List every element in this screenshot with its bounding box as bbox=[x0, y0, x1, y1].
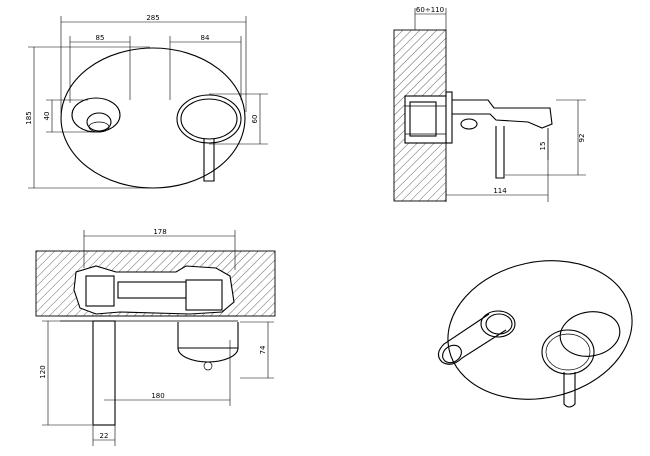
dim-total-height: 185 bbox=[25, 111, 33, 124]
dim-handle-drop: 15 bbox=[539, 142, 547, 151]
front-dimension-lines bbox=[28, 16, 268, 189]
perspective-view bbox=[437, 260, 633, 408]
dim-spout-drop: 92 bbox=[578, 134, 586, 143]
front-wall-plate bbox=[60, 47, 246, 189]
front-handle-ring bbox=[176, 94, 242, 144]
dim-spout-diameter: 22 bbox=[100, 432, 109, 440]
dim-handle-offset: 84 bbox=[201, 34, 210, 42]
dim-total-width: 285 bbox=[146, 14, 159, 22]
dim-wall-depth: 60÷110 bbox=[416, 6, 444, 14]
dim-handle-height: 74 bbox=[259, 345, 267, 354]
top-handle-knob bbox=[177, 322, 239, 349]
top-dimension-lines bbox=[42, 230, 274, 446]
perspective-wall-plate bbox=[447, 260, 633, 400]
front-view: 285 85 84 185 40 60 bbox=[25, 14, 268, 189]
dim-spout-offset: 85 bbox=[96, 34, 105, 42]
top-spout-tube bbox=[92, 320, 116, 426]
side-dimension-lines bbox=[414, 8, 586, 202]
side-view: 60÷110 92 15 114 bbox=[393, 6, 586, 202]
front-spout-aerator bbox=[86, 112, 112, 132]
perspective-spout bbox=[437, 313, 507, 365]
top-view: 178 120 22 180 74 bbox=[35, 228, 276, 446]
dim-body-length: 178 bbox=[153, 228, 166, 236]
side-handle-lever bbox=[495, 126, 505, 179]
dim-spout-height: 40 bbox=[43, 112, 51, 121]
side-wall-plate bbox=[445, 91, 453, 144]
side-spout-profile bbox=[452, 99, 553, 129]
front-spout-outlet bbox=[71, 97, 121, 133]
perspective-handle-lever bbox=[563, 372, 576, 408]
dim-projection: 114 bbox=[493, 187, 507, 195]
perspective-handle-knob bbox=[541, 329, 595, 375]
front-handle-lever bbox=[203, 139, 215, 182]
dim-centers: 180 bbox=[151, 392, 164, 400]
dim-handle-ring-height: 60 bbox=[251, 115, 259, 124]
dim-spout-length: 120 bbox=[39, 365, 47, 378]
